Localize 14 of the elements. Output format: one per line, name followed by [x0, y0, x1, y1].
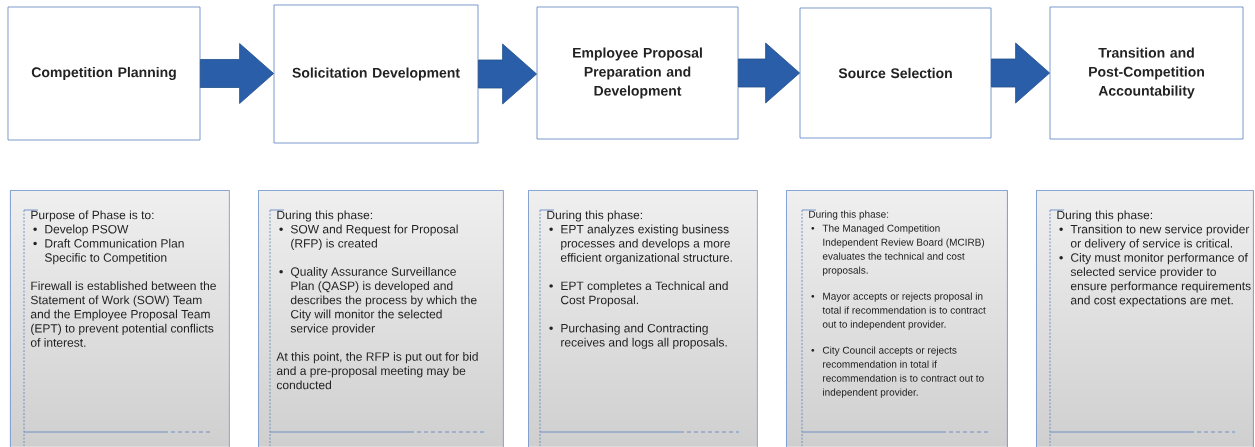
phase-box: Solicitation Development: [273, 4, 479, 144]
block-arrow: [478, 43, 537, 105]
note-box: Purpose of Phase is to: Develop PSOW Draft Communication Plan Specific to Competition Firewall is established between the Statement of Work (SOW) Team and the Employee Proposal Team (EPT) to prevent potential conflicts of interest.: [10, 190, 230, 447]
note-box: During this phase: Transition to new service provider or delivery of service is critical. City must monitor performance of selected service provider to ensure performance requirements and cost expectations are met.: [1036, 190, 1254, 447]
phase-box: Employee Proposal Preparation and Development: [536, 6, 739, 140]
note-box: During this phase: The Managed Competition Independent Review Board (MCIRB) evaluates the technical and cost proposals. Mayor accepts or rejects proposal in total if recommendation is to contract out to independent provider. City Council accepts or rejects recommendation in total if recommendation is to contract out to independent provider.: [786, 190, 1008, 447]
block-arrow: [991, 42, 1050, 104]
phase-box: Source Selection: [799, 7, 992, 139]
note-box: During this phase: SOW and Request for Proposal (RFP) is created Quality Assurance Surveillance Plan (QASP) is developed and describes the process by which the City will monitor the selected service provider At this point, the RFP is put out for bid and a pre-proposal meeting may be conducted: [258, 190, 504, 447]
block-arrow: [738, 42, 800, 104]
block-arrow: [200, 43, 274, 104]
phase-box: Competition Planning: [7, 6, 201, 141]
phase-box: Transition and Post-Competition Accountability: [1049, 6, 1244, 140]
note-box: During this phase: EPT analyzes existing business processes and develops a more efficient organizational structure. EPT completes a Technical and Cost Proposal. Purchasing and Contracting receives and logs all proposals.: [528, 190, 758, 447]
